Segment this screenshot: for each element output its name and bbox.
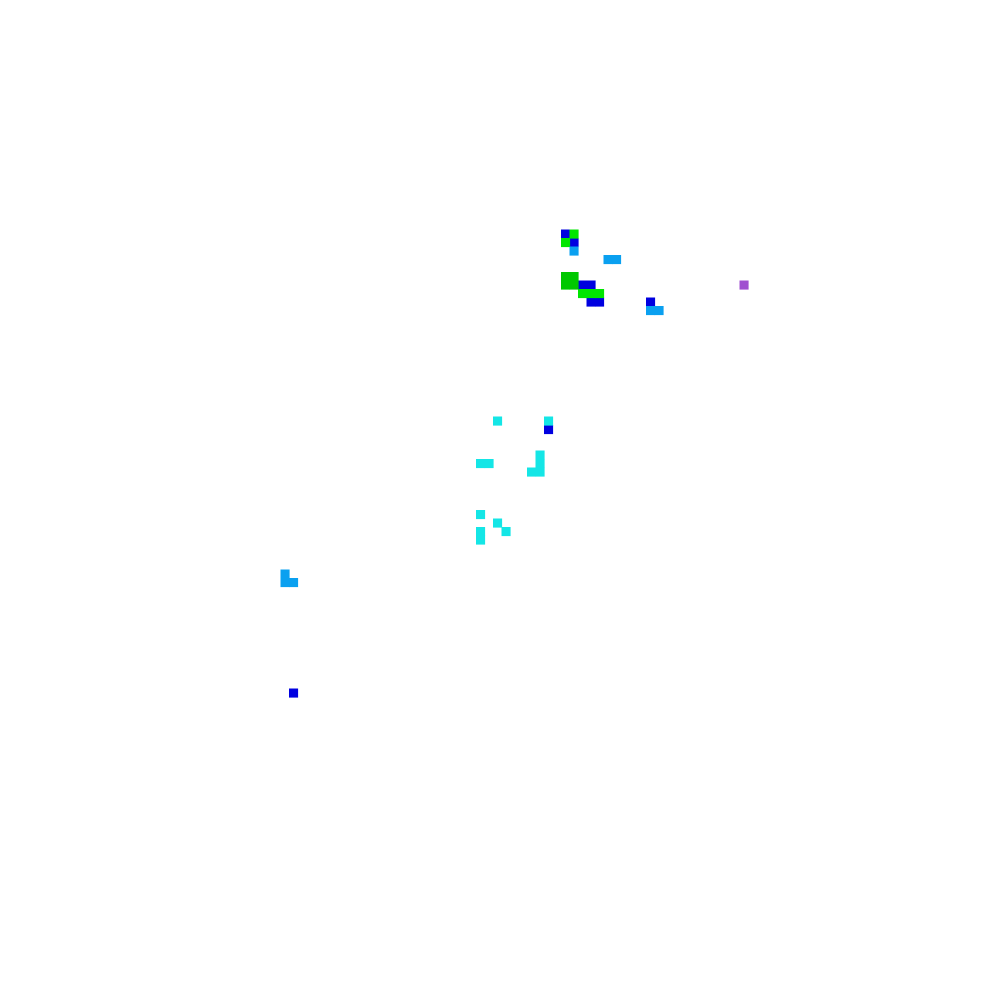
blue-cells	[289, 229, 656, 698]
blue-cell	[561, 229, 571, 239]
green-cell	[569, 229, 579, 239]
dark-green-cell	[569, 272, 579, 282]
green-cells	[561, 229, 605, 299]
cyan-cell	[476, 510, 486, 520]
cyan-cell	[484, 459, 494, 469]
green-cell	[586, 289, 596, 299]
cyan-cell	[493, 416, 503, 426]
blue-cell	[586, 297, 596, 307]
blue-cell	[544, 425, 554, 435]
green-cell	[561, 238, 571, 248]
blue-cell	[569, 238, 579, 248]
dark-green-cell	[561, 280, 571, 290]
blue-cell	[646, 297, 656, 307]
dark-green-cells	[561, 272, 579, 290]
green-cell	[595, 289, 605, 299]
blue-cell	[595, 297, 605, 307]
sky-blue-cells	[280, 246, 664, 588]
purple-cell	[739, 280, 749, 290]
sky-blue-cell	[569, 246, 579, 256]
blue-cell	[586, 280, 596, 290]
sky-blue-cell	[280, 569, 290, 579]
sky-blue-cell	[603, 255, 613, 265]
cyan-cell	[527, 467, 537, 477]
sky-blue-cell	[280, 578, 290, 588]
dark-green-cell	[561, 272, 571, 282]
sky-blue-cell	[289, 578, 299, 588]
blue-cell	[289, 688, 299, 698]
cyan-cell	[535, 467, 545, 477]
cyan-cell	[535, 459, 545, 469]
cyan-cell	[476, 527, 486, 537]
blue-cell	[578, 280, 588, 290]
green-cell	[578, 289, 588, 299]
dark-green-cell	[569, 280, 579, 290]
purple-cells	[739, 280, 749, 290]
cyan-cell	[535, 450, 545, 460]
cyan-cell	[544, 416, 554, 426]
cyan-cell	[493, 518, 503, 528]
cyan-cell	[501, 527, 511, 537]
cyan-cell	[476, 459, 486, 469]
sky-blue-cell	[646, 306, 656, 316]
cyan-cell	[476, 535, 486, 545]
sky-blue-cell	[612, 255, 622, 265]
cyan-cells	[476, 416, 554, 545]
sky-blue-cell	[654, 306, 664, 316]
